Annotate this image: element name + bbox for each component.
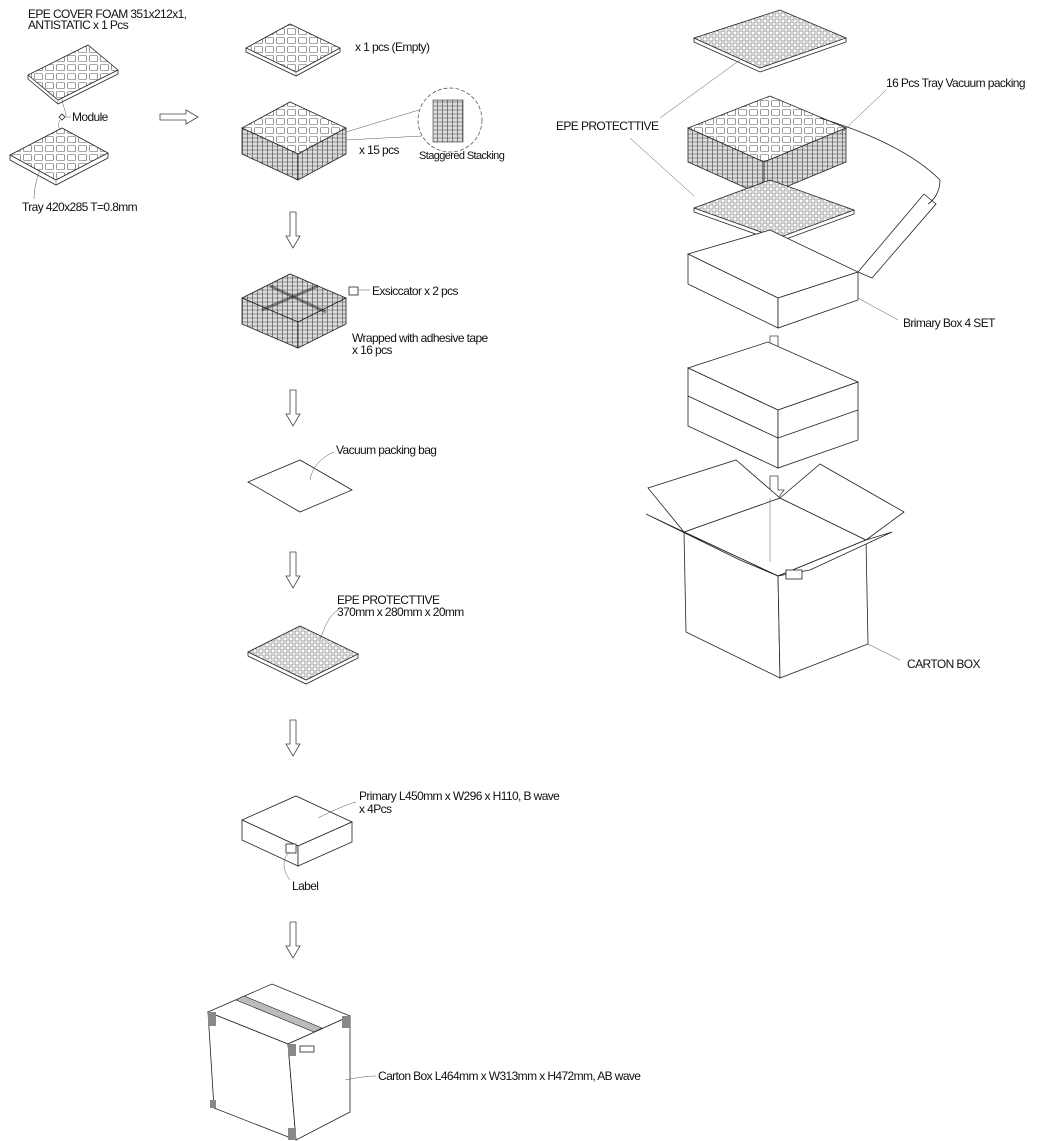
module-icon — [58, 113, 71, 121]
exsiccator-label: Exsiccator x 2 pcs — [372, 284, 459, 298]
stacked-boxes-drawing — [686, 341, 860, 469]
empty-tray-drawing — [245, 23, 341, 77]
final-carton-drawing — [206, 983, 377, 1141]
tray-stack-drawing — [241, 101, 347, 181]
open-primary-box-drawing — [686, 117, 941, 329]
label-callout: Label — [292, 879, 319, 893]
vacuum-bag-label: Vacuum packing bag — [336, 443, 437, 457]
carton-final-label: Carton Box L464mm x W313mm x H472mm, AB … — [378, 1069, 641, 1083]
open-carton-drawing — [645, 459, 905, 679]
exsiccator-icon — [348, 286, 370, 296]
primary-box-count-label: x 4Pcs — [359, 802, 392, 816]
tray-vacuum-label: 16 Pcs Tray Vacuum packing — [886, 76, 1026, 90]
right-arrow-icon — [159, 109, 199, 125]
empty-tray-label: x 1 pcs (Empty) — [355, 40, 430, 54]
cover-foam-drawing — [27, 44, 119, 117]
stack-count-label: x 15 pcs — [359, 143, 399, 157]
epe-sheet-top-drawing — [692, 9, 848, 73]
primary-box-set-label: Brimary Box 4 SET — [903, 316, 995, 330]
wrapped-count-label: x 16 pcs — [352, 343, 392, 357]
down-arrow-icon — [285, 551, 301, 589]
module-label: Module — [72, 110, 108, 124]
primary-box-drawing — [241, 795, 357, 881]
carton-box-label: CARTON BOX — [907, 657, 981, 671]
staggered-stacking-label: Staggered Stacking — [419, 150, 505, 162]
epe-cover-foam-label: EPE COVER FOAM 351x212x1, — [28, 7, 187, 21]
tray-label: Tray 420x285 T=0.8mm — [22, 200, 138, 214]
staggered-detail-drawing — [345, 87, 483, 153]
down-arrow-icon — [285, 389, 301, 427]
epe-protective-label: EPE PROTECTTIVE — [337, 593, 440, 607]
wrapped-stack-drawing — [241, 273, 347, 349]
antistatic-label: ANTISTATIC x 1 Pcs — [28, 18, 129, 32]
down-arrow-icon — [285, 921, 301, 959]
epe-leader-lines — [629, 59, 887, 197]
down-arrow-icon — [285, 211, 301, 249]
down-arrow-icon — [285, 719, 301, 757]
epe-protective-right-label: EPE PROTECTTIVE — [556, 119, 659, 133]
vacuum-bag-drawing — [247, 451, 353, 513]
wrapped-label: Wrapped with adhesive tape — [352, 331, 488, 345]
primary-box-label: Primary L450mm x W296 x H110, B wave — [359, 789, 560, 803]
epe-sheet-drawing — [247, 609, 359, 685]
epe-protective-size-label: 370mm x 280mm x 20mm — [337, 605, 464, 619]
tray-drawing — [9, 119, 109, 200]
